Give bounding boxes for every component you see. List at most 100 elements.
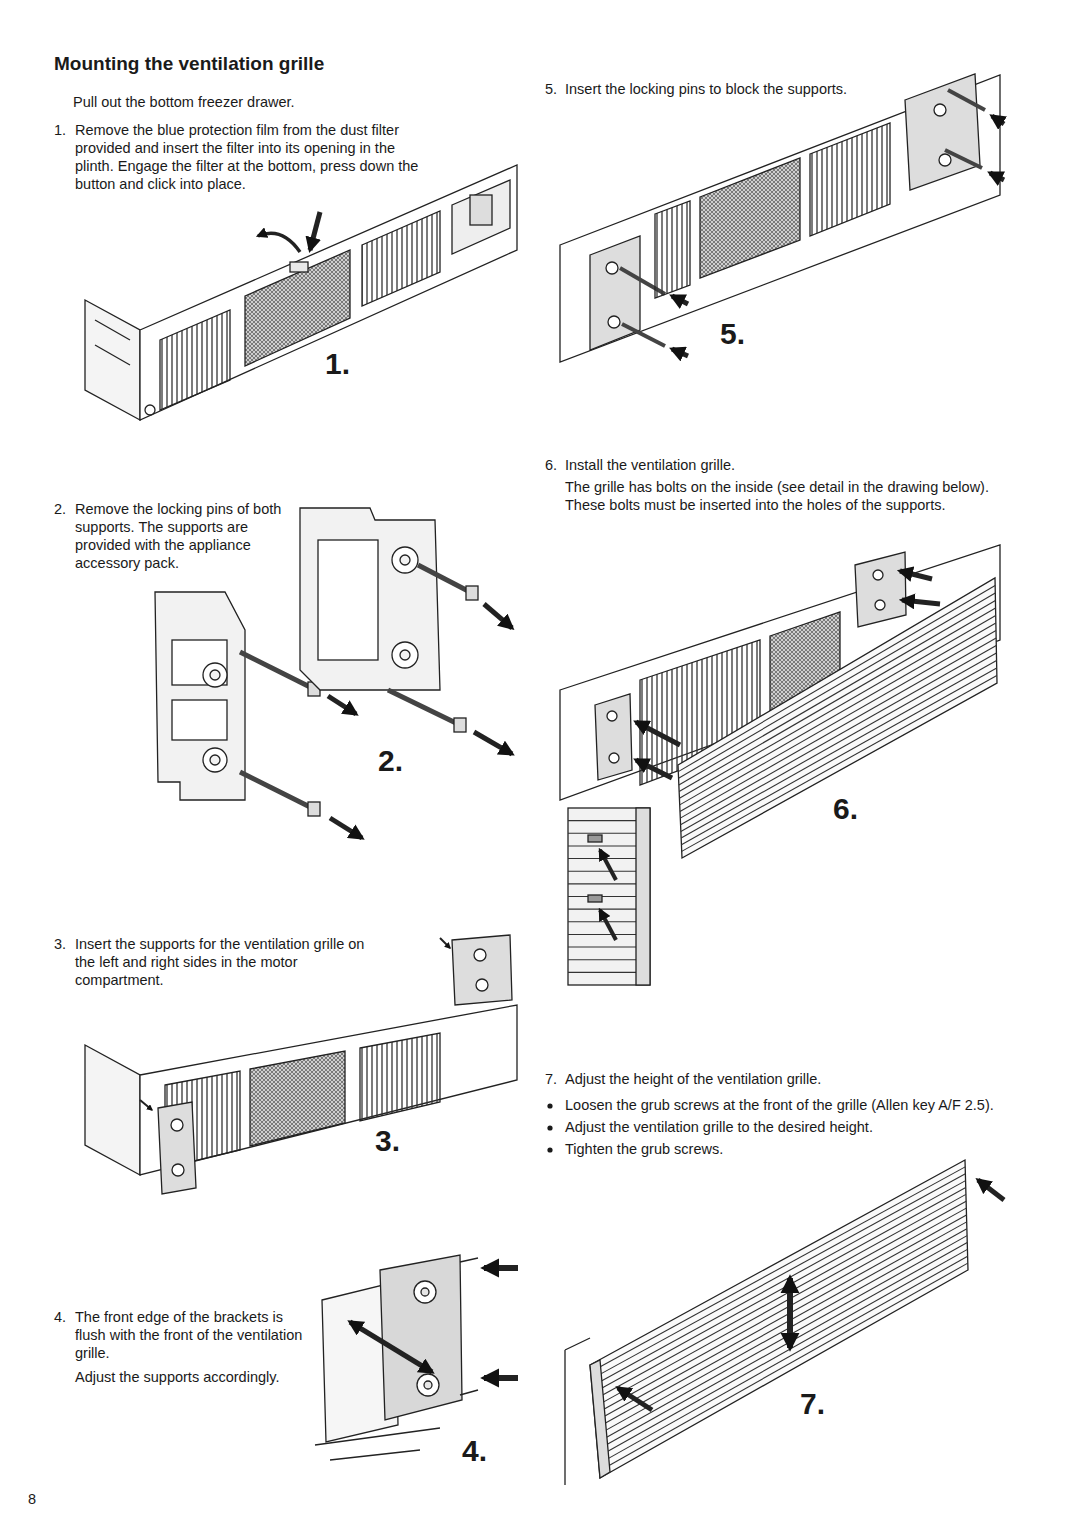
illustration-part — [594, 1208, 966, 1414]
step-number: 5. — [545, 80, 557, 98]
illustration-part — [700, 158, 800, 278]
instruction-text: Insert the supports for the ventilation … — [75, 935, 387, 989]
illustration-part — [939, 154, 951, 166]
illustration-part — [678, 586, 997, 852]
callout-number: 6. — [833, 790, 858, 828]
illustration-part — [608, 316, 620, 328]
illustration-part — [172, 700, 227, 740]
illustration-part — [172, 1164, 184, 1176]
illustration-part — [300, 508, 440, 690]
instruction-text: The grille has bolts on the inside (see … — [565, 478, 1005, 514]
illustration-part — [568, 972, 636, 973]
step-number: 6. — [545, 456, 557, 474]
illustration-part — [565, 1338, 590, 1485]
illustration-part — [171, 1119, 183, 1131]
illustration-part — [454, 718, 466, 732]
illustration-part — [905, 74, 980, 190]
illustration-part — [440, 938, 450, 948]
illustration-part — [466, 586, 478, 600]
callout-number: 2. — [378, 742, 403, 780]
page-number: 8 — [28, 1490, 36, 1508]
illustration-part — [140, 165, 517, 420]
illustration-part — [310, 212, 320, 250]
illustration-part — [568, 845, 636, 846]
callout-number: 1. — [325, 345, 350, 383]
illustration-part — [636, 760, 672, 778]
bullet-text: Loosen the grub screws at the front of t… — [565, 1096, 1010, 1114]
illustration-part — [598, 1243, 968, 1450]
illustration-part — [595, 694, 632, 780]
illustration-part — [418, 565, 470, 592]
illustration-part — [547, 1103, 552, 1108]
step-number: 1. — [54, 121, 66, 139]
illustration-part — [590, 236, 640, 350]
illustration-part — [460, 1258, 478, 1262]
illustration-part — [315, 1428, 440, 1460]
illustration-part — [203, 748, 227, 772]
illustration-part — [900, 571, 932, 579]
illustration-part — [787, 1278, 793, 1348]
illustration-part — [484, 1375, 518, 1381]
illustration-part — [392, 547, 418, 573]
illustration-part — [595, 1215, 967, 1422]
plinth-illustration-5 — [560, 74, 1004, 362]
illustration-part — [992, 116, 1004, 124]
callout-number: 4. — [462, 1432, 487, 1470]
illustration-part — [655, 201, 690, 298]
illustration-part — [597, 1236, 967, 1443]
illustration-part — [568, 921, 636, 922]
illustration-part — [618, 1388, 652, 1410]
illustration-part — [568, 808, 650, 985]
illustration-part — [85, 1045, 140, 1175]
illustration-part — [902, 600, 940, 604]
step-number: 7. — [545, 1070, 557, 1088]
illustration-part — [588, 835, 602, 842]
illustration-part — [460, 1390, 478, 1395]
illustration-part — [598, 1249, 967, 1456]
illustration-part — [160, 310, 230, 410]
illustration-part — [140, 1100, 152, 1110]
illustration-part — [606, 262, 618, 274]
illustration-part — [421, 1288, 429, 1296]
support-illustration-2 — [155, 508, 512, 838]
illustration-part — [308, 802, 320, 816]
illustration-part — [636, 722, 680, 745]
instruction-text: Insert the locking pins to block the sup… — [565, 80, 865, 98]
illustration-part — [388, 690, 458, 724]
illustration-part — [636, 808, 650, 985]
plinth-illustration-1 — [85, 165, 517, 420]
instruction-text: Install the ventilation grille. — [565, 456, 1005, 474]
illustration-part — [568, 947, 636, 948]
illustration-part — [681, 653, 997, 831]
illustration-part — [682, 676, 997, 852]
illustration-part — [591, 1167, 968, 1471]
illustration-part — [484, 604, 512, 628]
illustration-part — [680, 623, 996, 805]
illustration-part — [424, 1381, 432, 1389]
illustration-part — [594, 1201, 966, 1407]
illustration-part — [470, 195, 492, 225]
illustration-part — [678, 578, 997, 858]
bullet-text: Tighten the grub screws. — [565, 1140, 1010, 1158]
illustration-part — [362, 211, 440, 306]
illustration-part — [210, 670, 220, 680]
grille-illustration-7 — [565, 1160, 1004, 1485]
callout-number: 7. — [800, 1385, 825, 1423]
illustration-part — [380, 1255, 462, 1420]
illustration-part — [95, 320, 130, 340]
illustration-part — [547, 1125, 552, 1130]
illustration-part — [945, 150, 982, 168]
illustration-part — [600, 910, 616, 940]
illustration-part — [948, 90, 985, 110]
illustration-part — [452, 180, 510, 254]
illustration-part — [360, 1033, 440, 1121]
step-number: 2. — [54, 500, 66, 518]
illustration-part — [875, 600, 885, 610]
illustration-part — [350, 1322, 432, 1372]
callout-number: 3. — [375, 1122, 400, 1160]
instruction-text: Pull out the bottom freezer drawer. — [73, 93, 453, 111]
illustration-part — [588, 895, 602, 902]
illustration-part — [290, 262, 308, 272]
illustration-part — [568, 821, 636, 973]
